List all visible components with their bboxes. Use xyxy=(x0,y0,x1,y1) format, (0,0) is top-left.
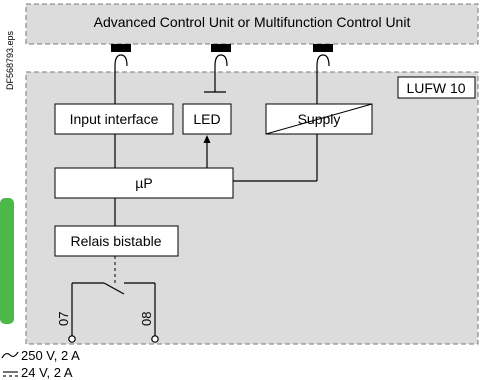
module-label: LUFW 10 xyxy=(406,80,465,96)
terminal-07 xyxy=(68,335,76,343)
relay-block xyxy=(54,225,179,257)
terminal-08 xyxy=(151,335,159,343)
processor-block xyxy=(54,167,234,199)
terminal-07-label: 07 xyxy=(56,312,71,326)
supply-diagonal xyxy=(265,103,373,135)
module-label-box xyxy=(397,76,476,99)
ac-symbol-icon xyxy=(1,351,19,359)
connector-supply xyxy=(313,44,333,52)
connector-led xyxy=(211,44,231,52)
led-arrow xyxy=(203,135,211,143)
input-interface-label: Input interface xyxy=(70,111,159,127)
dc-symbol-icon xyxy=(3,371,18,377)
internal-wiring xyxy=(114,134,318,226)
processor-label: µP xyxy=(135,175,152,191)
control-unit-label: Advanced Control Unit or Multifunction C… xyxy=(94,14,411,30)
connector-input xyxy=(111,44,131,52)
terminal-08-label: 08 xyxy=(139,312,154,326)
control-unit-box xyxy=(25,3,479,45)
supply-label: Supply xyxy=(298,111,341,127)
dc-rating: 24 V, 2 A xyxy=(21,365,73,380)
plug-wires xyxy=(114,54,330,104)
led-label: LED xyxy=(193,111,220,127)
input-interface-block xyxy=(54,103,174,135)
led-block xyxy=(182,103,232,135)
relay-contact xyxy=(71,282,156,336)
ac-rating: 250 V, 2 A xyxy=(21,348,80,363)
side-tab xyxy=(0,198,14,324)
relay-label: Relais bistable xyxy=(70,233,161,249)
file-reference: DF568793.eps xyxy=(5,30,15,90)
